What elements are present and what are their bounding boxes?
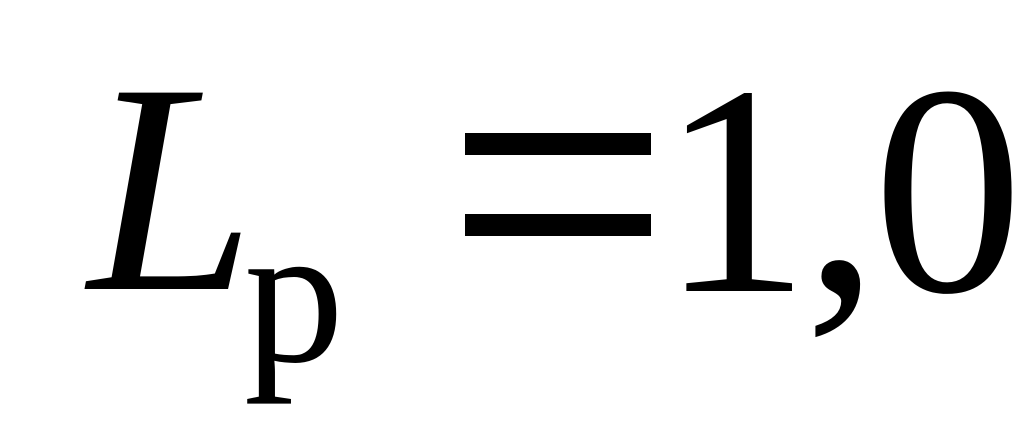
formula-value: 1,0 xyxy=(660,24,1023,356)
equals-bar-top xyxy=(465,133,651,155)
equals-bar-bottom xyxy=(465,214,651,236)
equals-sign xyxy=(465,118,651,238)
formula-subscript: p xyxy=(244,184,344,405)
formula-variable: L xyxy=(88,22,255,354)
